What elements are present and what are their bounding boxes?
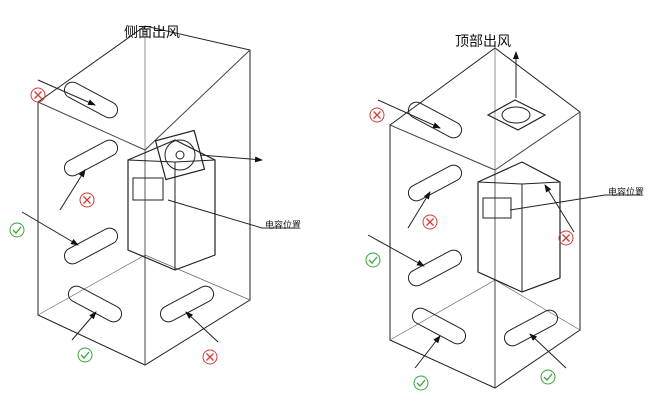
cross-icon <box>30 87 46 103</box>
left-title: 侧面出风 <box>124 25 180 41</box>
check-icon <box>365 252 381 268</box>
check-icon <box>540 369 556 385</box>
right-capacitor-label: 电容位置 <box>608 188 645 198</box>
cross-icon <box>369 107 385 123</box>
check-icon <box>9 222 25 238</box>
cross-icon <box>202 349 218 365</box>
left-cabinet <box>21 25 294 366</box>
right-cabinet <box>367 47 640 389</box>
left-capacitor-label: 电容位置 <box>265 221 302 231</box>
right-title: 顶部出风 <box>455 34 511 50</box>
cross-icon <box>558 230 574 246</box>
cross-icon <box>422 214 438 230</box>
cross-icon <box>79 192 95 208</box>
check-icon <box>413 375 429 391</box>
check-icon <box>77 347 93 363</box>
